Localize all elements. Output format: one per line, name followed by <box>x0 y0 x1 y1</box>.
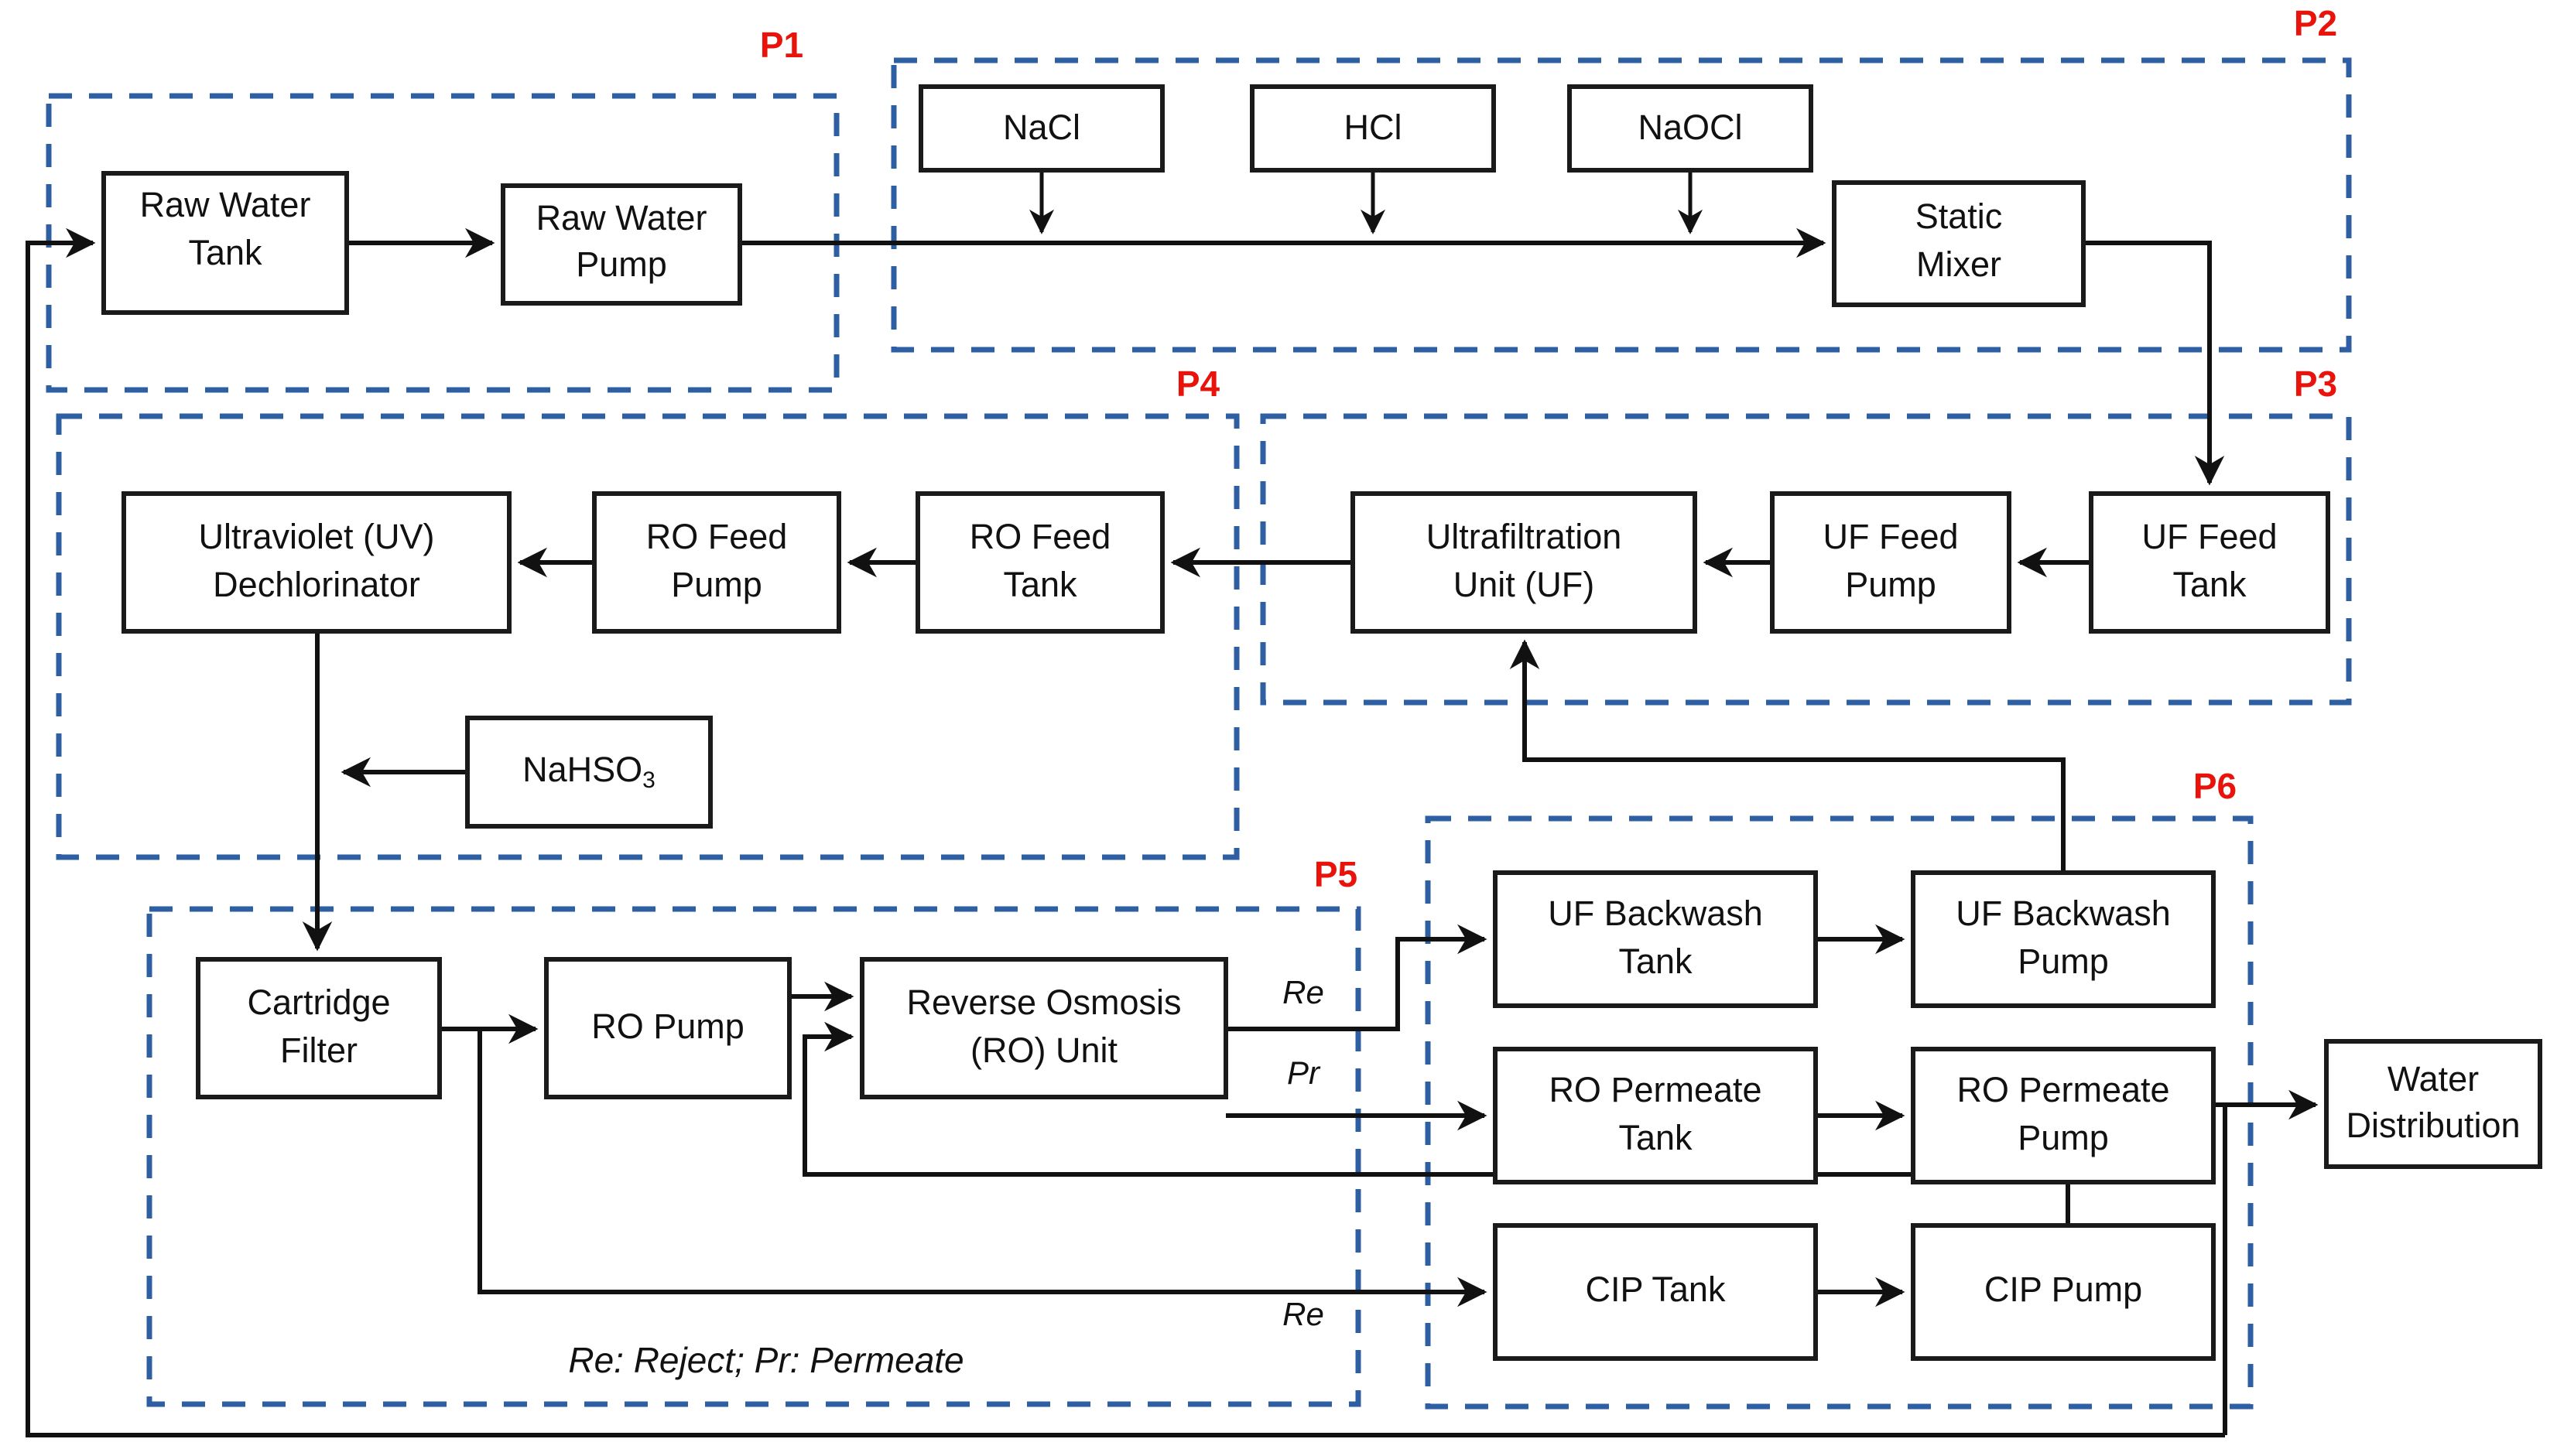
unit-label-line: Raw Water <box>536 198 707 238</box>
unit-label-line: UF Backwash <box>1548 894 1763 933</box>
unit-label-line: Water <box>2388 1059 2479 1099</box>
unit-label-line: Raw Water <box>140 185 311 224</box>
flow-cartridgefilter-to-ciptank <box>478 1029 1487 1307</box>
unit-label-line: RO Permeate <box>1956 1070 2169 1109</box>
unit-label-line: Pump <box>576 244 667 284</box>
unit-label-line: CIP Pump <box>1984 1270 2142 1309</box>
unit-raw-water-pump[interactable]: Raw Water Pump <box>501 183 742 306</box>
zone-label-p5: P5 <box>1314 854 1357 894</box>
zone-p5-boundary <box>146 906 1361 1407</box>
stream-label-permeate: Pr <box>1287 1054 1321 1091</box>
unit-uf-backwash-pump[interactable]: UF Backwash Pump <box>1911 870 2216 1008</box>
unit-cip-tank[interactable]: CIP Tank <box>1493 1223 1818 1361</box>
unit-label-line: Mixer <box>1916 244 2001 284</box>
unit-label-line: Distribution <box>2346 1106 2520 1145</box>
unit-nacl-dosing[interactable]: NaCl <box>919 84 1165 173</box>
unit-label-line: Tank <box>188 233 262 272</box>
unit-label-line: Ultraviolet (UV) <box>198 517 434 556</box>
unit-label-line: RO Permeate <box>1549 1070 1761 1109</box>
unit-ultrafiltration-unit[interactable]: Ultrafiltration Unit (UF) <box>1350 491 1697 634</box>
unit-raw-water-tank[interactable]: Raw Water Tank <box>101 171 349 315</box>
unit-ro-pump[interactable]: RO Pump <box>544 957 792 1099</box>
unit-label-nahso3: NaHSO3 <box>522 750 656 793</box>
unit-water-distribution[interactable]: Water Distribution <box>2324 1039 2542 1169</box>
zone-label-p6: P6 <box>2193 766 2237 806</box>
unit-label-line: Pump <box>2018 1118 2109 1157</box>
zone-p6-boundary <box>1425 815 2254 1410</box>
zone-p2-boundary <box>891 57 2352 353</box>
unit-static-mixer[interactable]: Static Mixer <box>1832 180 2086 307</box>
unit-nahso3-dosing[interactable]: NaHSO3 <box>465 716 713 829</box>
flow-staticmixer-to-uffeedtank <box>2083 241 2225 486</box>
unit-label-line: RO Pump <box>591 1007 745 1046</box>
legend-text: Re: Reject; Pr: Permeate <box>568 1340 964 1380</box>
unit-label-line: Tank <box>1618 942 1693 981</box>
flow-cippump-to-rounit <box>803 1021 2070 1225</box>
zone-label-p4: P4 <box>1176 364 1220 404</box>
zone-label-p1: P1 <box>760 25 803 65</box>
unit-label-line: Static <box>1915 197 2003 236</box>
unit-uf-backwash-tank[interactable]: UF Backwash Tank <box>1493 870 1818 1008</box>
unit-label-line: (RO) Unit <box>970 1030 1118 1070</box>
unit-label-line: Filter <box>280 1030 358 1070</box>
zone-p3-boundary <box>1260 413 2352 706</box>
unit-cartridge-filter[interactable]: Cartridge Filter <box>196 957 442 1099</box>
unit-label-line: UF Backwash <box>1956 894 2171 933</box>
unit-label-line: Pump <box>1845 565 1936 604</box>
unit-ro-feed-pump[interactable]: RO Feed Pump <box>592 491 841 634</box>
unit-hcl-dosing[interactable]: HCl <box>1250 84 1496 173</box>
unit-cip-pump[interactable]: CIP Pump <box>1911 1223 2216 1361</box>
unit-reverse-osmosis-unit[interactable]: Reverse Osmosis (RO) Unit <box>860 957 1228 1099</box>
unit-ro-permeate-pump[interactable]: RO Permeate Pump <box>1911 1047 2216 1184</box>
stream-label-reject-top: Re <box>1282 974 1324 1010</box>
flow-rounit-reject-to-ufbackwashtank <box>1226 924 1487 1031</box>
unit-label-line: RO Feed <box>970 517 1111 556</box>
unit-uv-dechlorinator[interactable]: Ultraviolet (UV) Dechlorinator <box>122 491 512 634</box>
unit-label-line: Tank <box>1618 1118 1693 1157</box>
unit-label-line: NaOCl <box>1638 108 1742 147</box>
unit-label-line: Tank <box>2172 565 2247 604</box>
zone-label-p2: P2 <box>2294 3 2337 43</box>
unit-label-line: Ultrafiltration <box>1426 517 1622 556</box>
unit-label-line: HCl <box>1344 108 1402 147</box>
unit-uf-feed-pump[interactable]: UF Feed Pump <box>1770 491 2011 634</box>
unit-label-line: Pump <box>2018 942 2109 981</box>
flow-ufbackwashpump-to-ufunit <box>1509 639 2066 873</box>
flow-global-recycle <box>26 227 2225 1437</box>
unit-boxes: Raw Water Tank Raw Water Pump NaCl HCl N… <box>101 84 2542 1361</box>
unit-label-line: Unit (UF) <box>1453 565 1594 604</box>
unit-label-line: UF Feed <box>2141 517 2277 556</box>
stream-label-reject-cip: Re <box>1282 1296 1324 1332</box>
unit-uf-feed-tank[interactable]: UF Feed Tank <box>2089 491 2330 634</box>
flow-connectors <box>26 170 2319 1437</box>
unit-label-line: UF Feed <box>1823 517 1958 556</box>
unit-label-line: Reverse Osmosis <box>906 983 1181 1022</box>
unit-label-line: CIP Tank <box>1586 1270 1726 1309</box>
unit-label-line: Tank <box>1003 565 1077 604</box>
unit-label-line: Pump <box>671 565 762 604</box>
unit-ro-permeate-tank[interactable]: RO Permeate Tank <box>1493 1047 1818 1184</box>
unit-label-line: Cartridge <box>247 983 390 1022</box>
unit-ro-feed-tank[interactable]: RO Feed Tank <box>916 491 1165 634</box>
unit-label-line: Dechlorinator <box>213 565 420 604</box>
unit-naocl-dosing[interactable]: NaOCl <box>1567 84 1813 173</box>
zone-label-p3: P3 <box>2294 364 2337 404</box>
unit-label-line: RO Feed <box>646 517 788 556</box>
unit-label-line: NaCl <box>1003 108 1080 147</box>
